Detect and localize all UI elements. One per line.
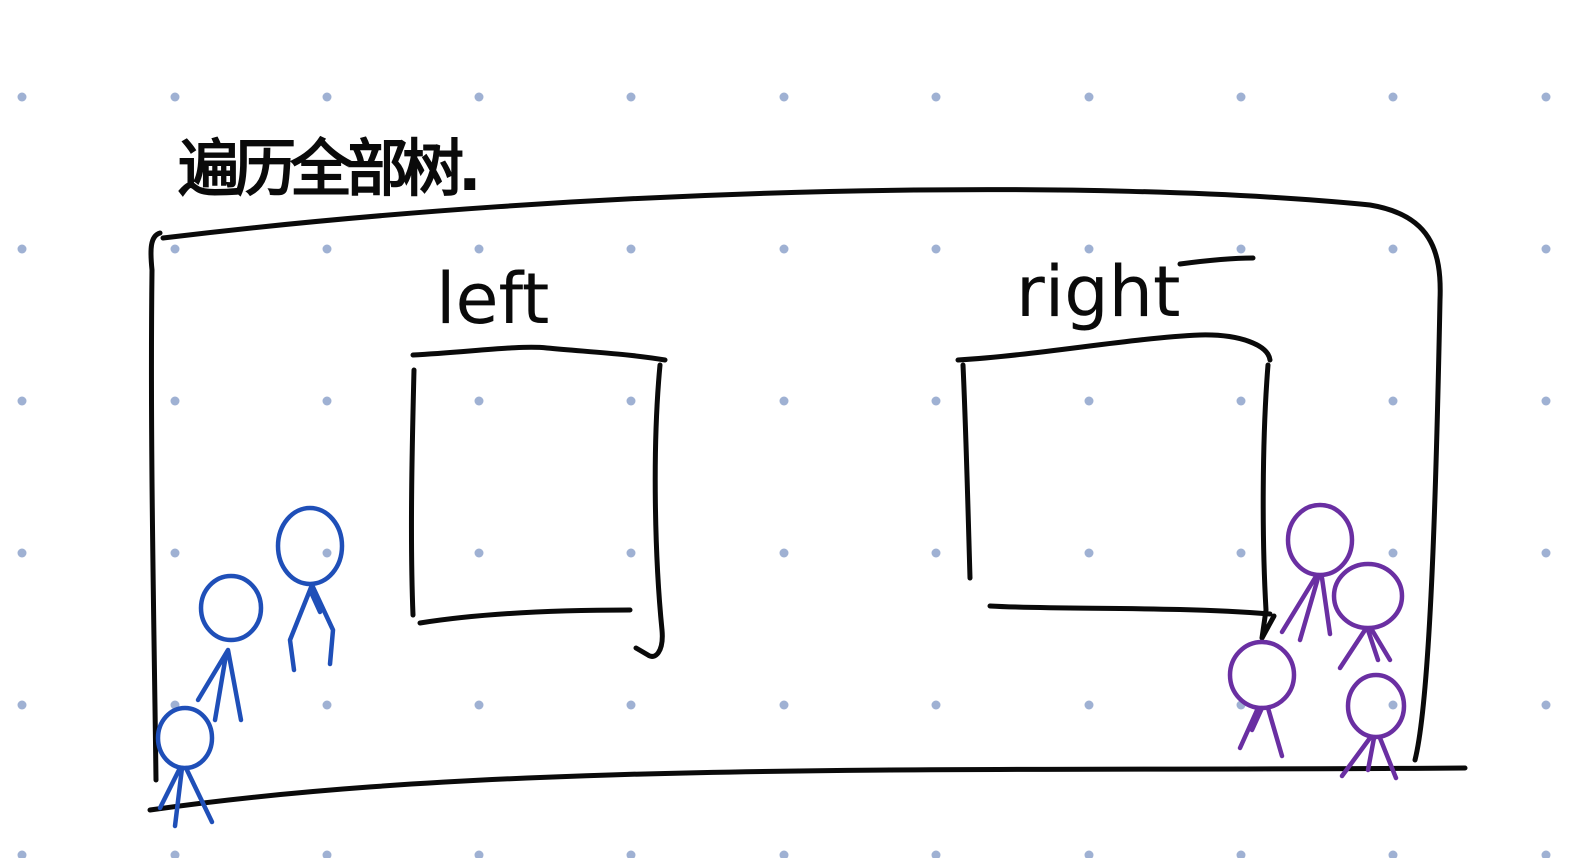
dot-grid [17,92,1551,858]
grid-dot [931,396,941,406]
title-text: 遍历全部树. [178,132,476,205]
grid-dot [322,850,332,858]
grid-dot [1084,396,1094,406]
grid-dot [474,244,484,254]
grid-dot [474,548,484,558]
right-group-figures [1227,502,1407,781]
grid-dot [931,548,941,558]
right-label: right [1016,251,1180,333]
right-box-left [960,362,973,581]
grid-dot [1388,396,1398,406]
grid-dot [322,244,332,254]
grid-dot [1388,244,1398,254]
person-icon [1227,639,1297,759]
grid-dot [322,92,332,102]
grid-dot [170,92,180,102]
grid-dot [1236,92,1246,102]
right-box-bottom [987,603,1273,617]
person-icon [195,573,264,723]
grid-dot [779,244,789,254]
grid-dot [1236,244,1246,254]
person-icon [1339,672,1407,781]
grid-dot [17,396,27,406]
grid-dot [1388,700,1398,710]
grid-dot [474,700,484,710]
grid-dot [1236,548,1246,558]
grid-dot [322,396,332,406]
person-icon [275,505,345,673]
grid-dot [474,92,484,102]
grid-dot [1541,244,1551,254]
grid-dot [626,850,636,858]
grid-dot [1388,850,1398,858]
grid-dot [17,244,27,254]
grid-dot [626,244,636,254]
person-icon [1279,502,1355,643]
grid-dot [1236,396,1246,406]
grid-dot [1541,850,1551,858]
left-group-figures [155,505,345,829]
grid-dot [1541,92,1551,102]
grid-dot [779,548,789,558]
grid-dot [626,396,636,406]
grid-dot [17,850,27,858]
left-box-right [633,362,665,659]
grid-dot [626,92,636,102]
grid-dot [1388,548,1398,558]
grid-dot [626,700,636,710]
grid-dot [1084,700,1094,710]
right-label-extra-stroke [1177,255,1256,267]
grid-dot [779,92,789,102]
grid-dot [1388,92,1398,102]
person-icon [1331,561,1405,671]
grid-dot [779,700,789,710]
grid-dot [170,396,180,406]
right-node: right [955,251,1277,641]
grid-dot [1084,92,1094,102]
grid-dot [931,850,941,858]
right-box-right [1259,362,1277,641]
left-box-left [408,367,417,618]
person-icon [155,705,215,829]
grid-dot [170,548,180,558]
left-box-top [410,344,668,363]
grid-dot [17,700,27,710]
grid-dot [170,244,180,254]
grid-dot [1541,396,1551,406]
grid-dot [931,700,941,710]
left-node: left [408,258,668,659]
grid-dot [1541,700,1551,710]
grid-dot [1084,244,1094,254]
right-box-top [955,332,1273,363]
left-box-bottom [417,607,633,626]
left-label: left [436,258,549,340]
grid-dot [322,700,332,710]
grid-dot [931,92,941,102]
grid-dot [17,92,27,102]
grid-dot [474,396,484,406]
grid-dot [474,850,484,858]
grid-dot [1084,850,1094,858]
grid-dot [322,548,332,558]
grid-dot [1541,548,1551,558]
grid-dot [779,396,789,406]
grid-dot [626,548,636,558]
grid-dot [17,548,27,558]
grid-dot [1084,548,1094,558]
grid-dot [931,244,941,254]
grid-dot [1236,850,1246,858]
grid-dot [170,850,180,858]
grid-dot [779,850,789,858]
outer-box [147,187,1468,813]
